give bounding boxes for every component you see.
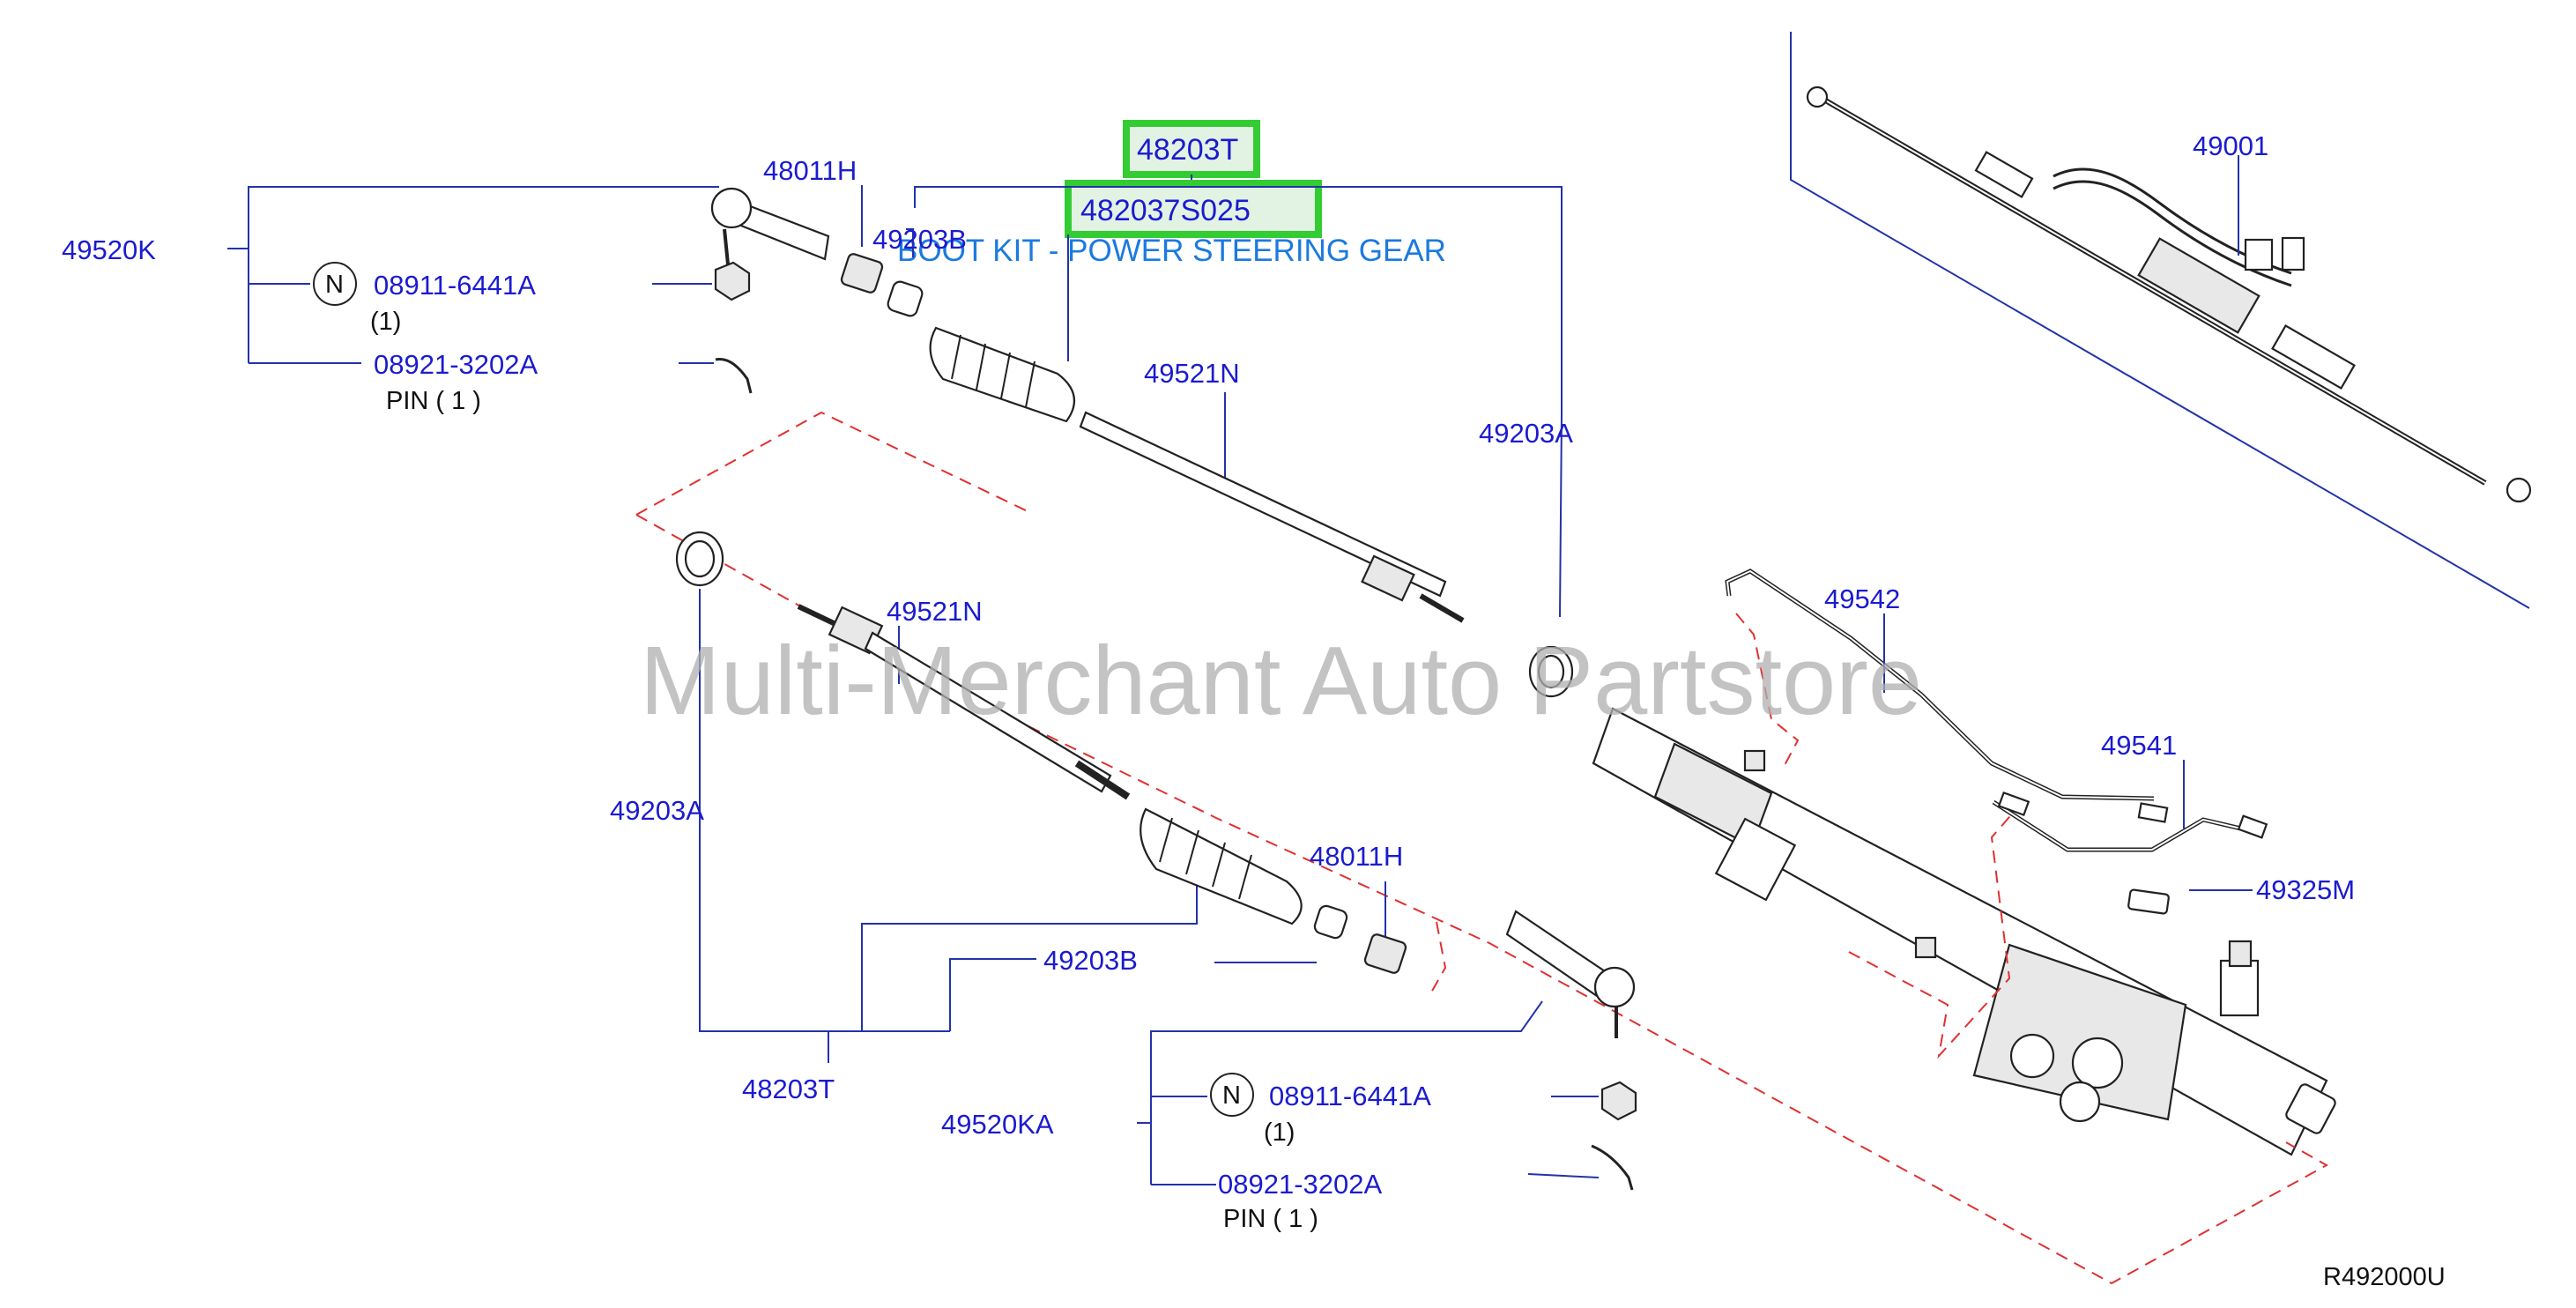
clip-49203B-bottom (1313, 904, 1348, 940)
clip-49203B-top (887, 280, 924, 317)
highlight-box-48203T (1123, 120, 1260, 178)
inset-border (1790, 32, 2530, 609)
label-49541[interactable]: 49541 (2101, 730, 2177, 761)
watermark: Multi-Merchant Auto Partstore (640, 627, 1922, 735)
connector-49325M (2127, 888, 2170, 915)
label-49521N-mid[interactable]: 49521N (887, 596, 983, 627)
label-49203B-bottom[interactable]: 49203B (1043, 945, 1138, 976)
label-qty-bottom: (1) (1264, 1118, 1295, 1147)
label-49520KA[interactable]: 49520KA (941, 1109, 1054, 1140)
label-49325M[interactable]: 49325M (2256, 874, 2355, 905)
note-marker-bottom: N (1210, 1073, 1254, 1117)
assembly-inset: 49001 (1790, 32, 2532, 609)
label-48011H-bottom[interactable]: 48011H (1310, 841, 1403, 872)
lock-nut-48011H-top (840, 253, 884, 294)
label-08921-3202A-top[interactable]: 08921-3202A (374, 349, 538, 380)
leaders-top-left (227, 185, 1563, 618)
highlight-part-48203T[interactable]: 48203T (1137, 133, 1238, 167)
label-49203A-left[interactable]: 49203A (610, 795, 704, 826)
label-pin-bottom: PIN ( 1 ) (1223, 1205, 1318, 1233)
label-48011H-top[interactable]: 48011H (763, 155, 857, 186)
cotter-pin-bottom (1591, 1144, 1634, 1191)
rack-housing (1592, 707, 2336, 1156)
hydraulic-lines (1725, 569, 2268, 852)
note-marker-top: N (313, 262, 357, 306)
label-49001[interactable]: 49001 (2193, 130, 2268, 161)
cotter-pin-top (715, 357, 753, 394)
label-08911-6441A-top[interactable]: 08911-6441A (374, 270, 536, 301)
highlight-part-482037S025[interactable]: 482037S025 (1080, 194, 1251, 227)
highlight-description: BOOT KIT - POWER STEERING GEAR (897, 234, 1446, 268)
label-49542[interactable]: 49542 (1824, 583, 1900, 614)
nut-top (714, 261, 751, 301)
leaders-bottom (699, 589, 2253, 1185)
label-49203B-top[interactable]: 49203B (872, 224, 967, 255)
label-qty-top: (1) (370, 308, 401, 336)
highlight-callout: 48203T 482037S025 BOOT KIT - POWER STEER… (897, 120, 1446, 268)
highlight-box-482037S025 (1065, 180, 1322, 238)
diagram-code: R492000U (2323, 1263, 2446, 1291)
label-08911-6441A-bottom[interactable]: 08911-6441A (1269, 1081, 1431, 1111)
boot-top (929, 326, 1075, 423)
boot-bottom (1140, 807, 1303, 925)
label-49521N-top[interactable]: 49521N (1144, 358, 1240, 389)
lock-nut-48011H-bottom (1363, 933, 1407, 974)
label-48203T-bottom[interactable]: 48203T (742, 1074, 835, 1104)
note-marker-bottom-letter: N (1222, 1081, 1241, 1110)
clamp-49203A-right (1528, 645, 1574, 698)
label-08921-3202A-bottom[interactable]: 08921-3202A (1218, 1169, 1382, 1200)
label-49520K[interactable]: 49520K (62, 234, 156, 265)
inner-tie-rod-bottom (797, 604, 1131, 800)
inset-assembly-drawing (1806, 85, 2532, 503)
dashed-outlines (635, 411, 2329, 1285)
tie-rod-end-top (710, 187, 830, 265)
inner-tie-rod-top (1079, 411, 1465, 623)
tie-rod-end-bottom (1505, 910, 1636, 1038)
clamp-49203A-left (675, 531, 724, 587)
nut-bottom (1600, 1081, 1637, 1121)
label-pin-top: PIN ( 1 ) (386, 387, 481, 415)
label-49203A-right[interactable]: 49203A (1479, 418, 1573, 449)
note-marker-top-letter: N (325, 271, 344, 299)
